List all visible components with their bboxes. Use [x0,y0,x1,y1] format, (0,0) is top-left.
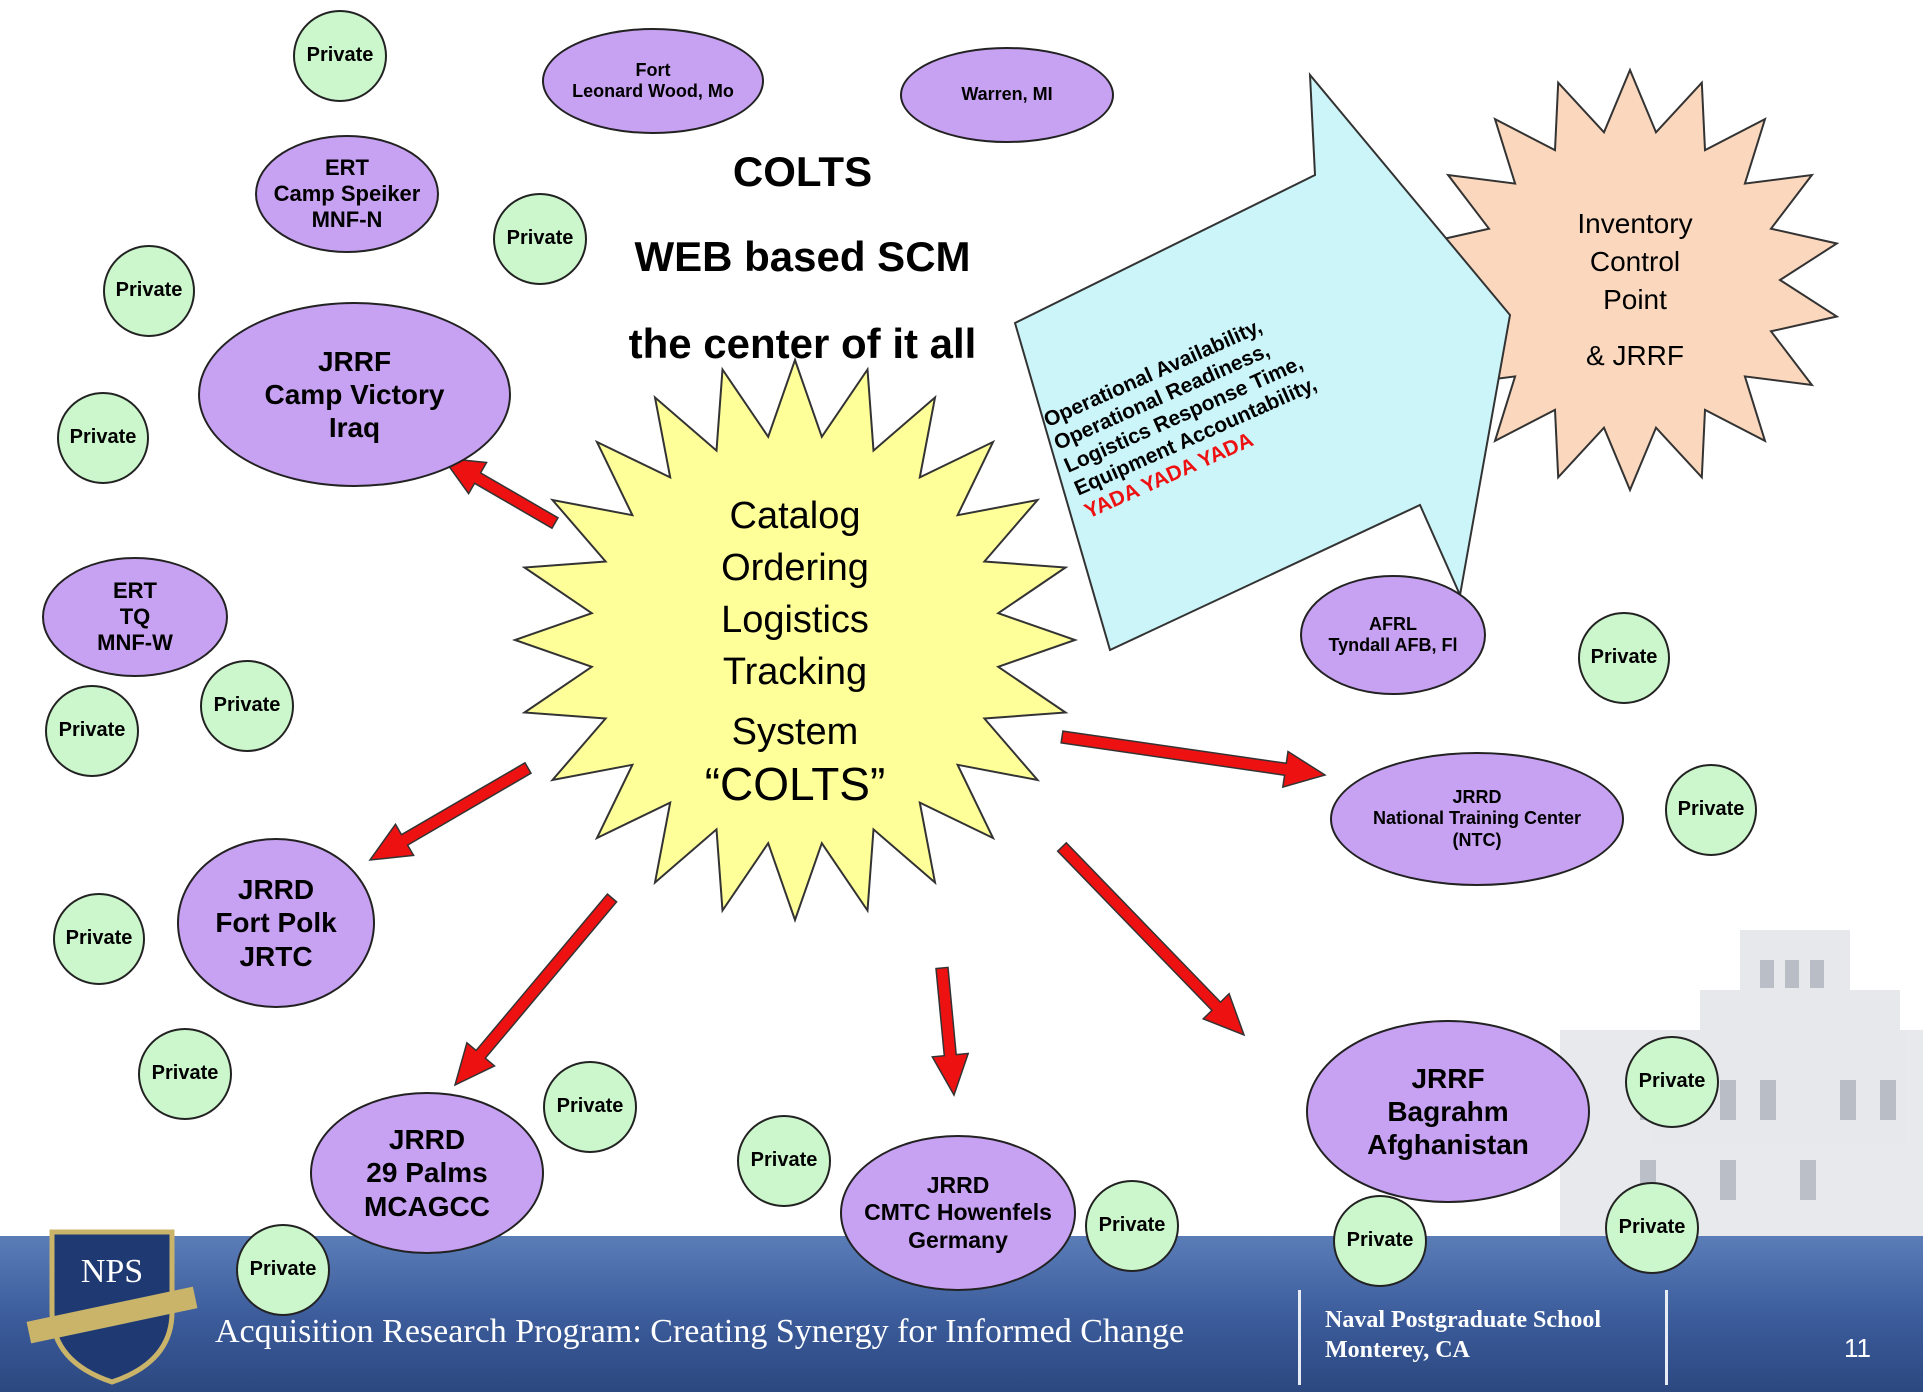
starburst-line-tracking: Tracking [722,651,868,693]
starburst-line-colts: “COLTS” [704,758,886,810]
footer-divider-1 [1298,1290,1301,1385]
node-line: Fort [635,59,671,80]
private-node: Private [493,193,587,285]
inventory-line-1: Inventory [1577,208,1693,239]
node-line: 29 Palms [366,1157,488,1189]
node-line: CMTC Howenfels [864,1199,1052,1226]
private-node: Private [737,1115,831,1207]
inventory-starburst-text: Inventory Control Point & JRRF [1520,205,1750,375]
node-line: TQ [119,604,151,630]
node-line: Warren, MI [961,84,1053,105]
private-node: Private [1085,1180,1179,1272]
red-arrow-to-29-palms [453,893,618,1087]
red-arrow-to-ntc [1060,730,1327,789]
private-node: Private [57,392,149,484]
node-line: JRTC [239,940,313,972]
node-afrl: AFRL Tyndall AFB, Fl [1300,575,1486,695]
node-ert-camp-speiker: ERT Camp Speiker MNF-N [255,135,439,253]
node-jrrd-ntc: JRRD National Training Center (NTC) [1330,752,1624,886]
red-arrow-to-cmtc [931,966,970,1097]
node-line: Camp Speiker [273,181,421,207]
node-jrrd-29-palms: JRRD 29 Palms MCAGCC [310,1092,544,1254]
nps-logo-icon: NPS [26,1229,198,1385]
private-node: Private [53,893,145,985]
starburst-line-system: System [731,711,859,753]
private-node: Private [1625,1036,1719,1128]
starburst-line-logistics: Logistics [721,599,869,641]
node-line: Fort Polk [215,907,337,939]
node-line: JRRD [237,874,315,906]
center-starburst [511,356,1079,924]
node-line: JRRD [926,1172,990,1199]
node-ert-tq: ERT TQ MNF-W [42,557,228,677]
private-node: Private [1333,1195,1427,1287]
footer-divider-2 [1665,1290,1668,1385]
node-line: ERT [113,578,157,604]
title-colts: COLTS [732,148,873,195]
node-line: Leonard Wood, Mo [572,81,734,101]
starburst-line-catalog: Catalog [729,495,861,537]
title-web-based-scm: WEB based SCM [634,233,971,280]
node-line: JRRD [1452,787,1502,808]
red-arrow-to-bagrahm [1056,841,1246,1037]
node-fort-leonard-wood: Fort Leonard Wood, Mo [542,28,764,134]
private-node: Private [103,245,195,337]
node-line: Tyndall AFB, Fl [1328,635,1458,655]
footer-school-location: Monterey, CA [1325,1337,1470,1363]
center-starburst-text: Catalog Ordering Logistics Tracking Syst… [640,490,950,810]
private-node: Private [1605,1182,1699,1274]
inventory-line-4: & JRRF [1586,340,1684,371]
node-line: National Training Center [1372,808,1582,829]
node-line: Germany [908,1226,1008,1253]
page-number: 11 [1844,1333,1871,1363]
node-jrrd-fort-polk: JRRD Fort Polk JRTC [177,838,375,1008]
inventory-line-2: Control [1589,246,1681,277]
starburst-line-ordering: Ordering [721,547,869,589]
node-line: Iraq [328,412,381,444]
node-line: Afghanistan [1367,1129,1529,1161]
private-node: Private [1665,764,1757,856]
node-warren: Warren, MI [900,47,1114,143]
node-line: Camp Victory [264,378,445,410]
private-node: Private [293,10,387,102]
node-line: JRRF [1411,1062,1485,1094]
node-line: JRRF [317,345,392,377]
node-line: JRRD [388,1124,466,1156]
private-node: Private [1578,612,1670,704]
big-blue-arrow [1013,72,1512,652]
private-node: Private [138,1028,232,1120]
private-node: Private [45,685,139,777]
node-jrrf-camp-victory: JRRF Camp Victory Iraq [198,302,511,487]
node-jrrd-cmtc: JRRD CMTC Howenfels Germany [840,1135,1076,1291]
red-arrow-to-camp-victory [441,457,560,530]
inventory-starburst [1420,67,1840,493]
nps-logo-text: NPS [81,1253,143,1290]
title-center-of-it-all: the center of it all [628,320,977,367]
node-line: MCAGCC [364,1190,490,1222]
red-arrow-to-fort-polk [368,761,533,861]
private-node: Private [200,660,294,752]
private-node: Private [236,1224,330,1316]
node-line: MNF-N [311,206,383,232]
node-line: (NTC) [1452,829,1502,850]
node-line: MNF-W [97,629,173,655]
footer-program-text: Acquisition Research Program: Creating S… [215,1313,1185,1350]
node-line: AFRL [1369,613,1417,634]
footer-school-name: Naval Postgraduate School [1325,1307,1601,1333]
inventory-line-3: Point [1603,284,1667,315]
node-line: Bagrahm [1387,1095,1509,1127]
node-line: ERT [325,155,369,181]
private-node: Private [543,1061,637,1153]
node-jrrf-bagrahm: JRRF Bagrahm Afghanistan [1306,1020,1590,1203]
